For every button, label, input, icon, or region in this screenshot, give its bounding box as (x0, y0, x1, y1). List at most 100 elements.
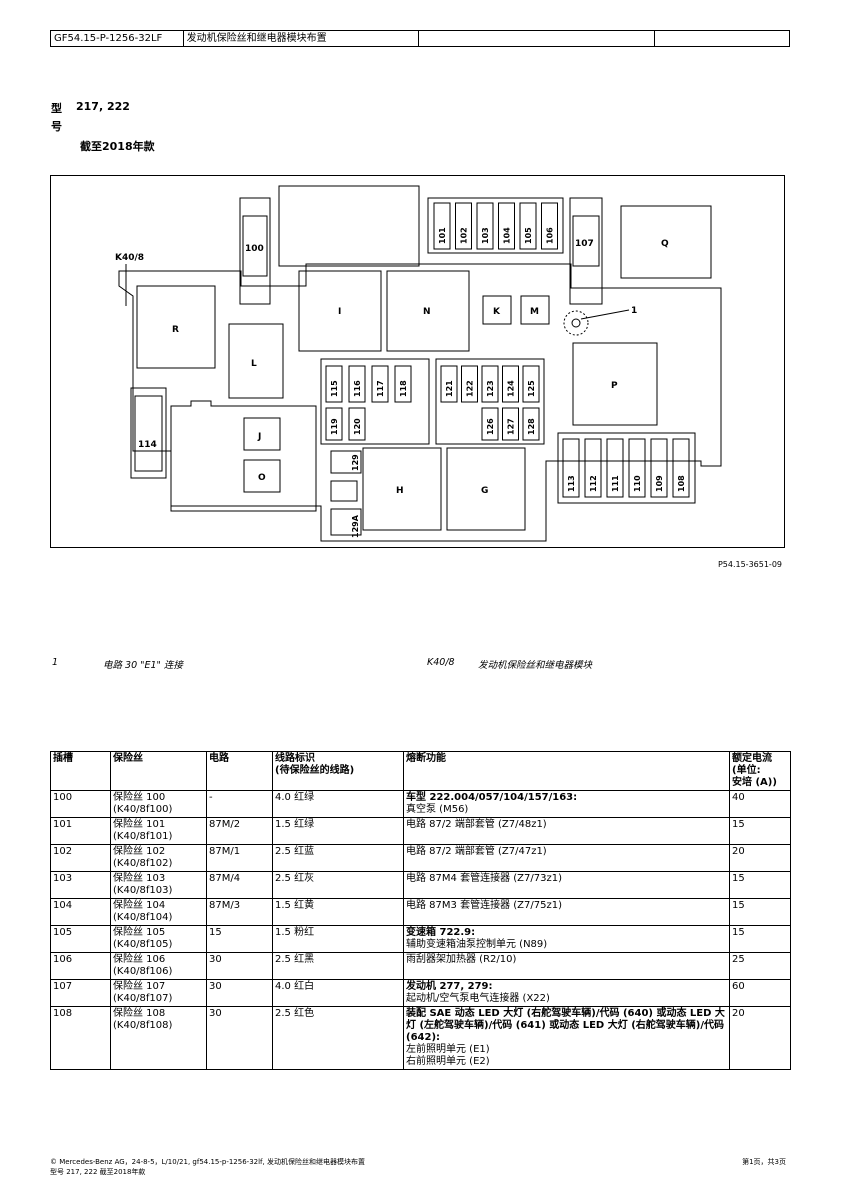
fuse-block-left (320, 358, 430, 445)
cell-circuit: 87M/2 (206, 817, 273, 845)
cell-circuit: 30 (206, 952, 273, 980)
relay-k (482, 295, 512, 325)
relay-o-label: O (258, 473, 266, 483)
doc-id: GF54.15-P-1256-32LF (51, 31, 184, 46)
fuse-table: 插槽 保险丝 电路 线路标识(待保险丝的线路) 熔断功能 额定电流(单位:安培 … (50, 751, 791, 1070)
footer-line-1: © Mercedes-Benz AG，24-8-5，L/10/21, gf54.… (50, 1158, 365, 1166)
fuse-102 (455, 202, 472, 250)
cell-wire: 2.5 红黑 (272, 952, 404, 980)
fuse-104-label: 104 (503, 227, 512, 244)
relay-k-label: K (493, 307, 501, 317)
fuse-111-label: 111 (611, 475, 620, 492)
table-header-row: 插槽 保险丝 电路 线路标识(待保险丝的线路) 熔断功能 额定电流(单位:安培 … (50, 751, 791, 791)
fuse-strip-right (557, 432, 696, 504)
fuse-114-label: 114 (138, 440, 157, 450)
cell-rated: 20 (729, 1006, 791, 1070)
connection-30-e1-center (571, 318, 581, 328)
fuse-129a (330, 508, 362, 536)
cell-slot: 102 (50, 844, 111, 872)
fuse-117-label: 117 (376, 380, 385, 397)
relay-g-label: G (481, 486, 488, 496)
function-heading: 车型 222.004/057/104/157/163: (406, 792, 578, 803)
cell-function: 装配 SAE 动态 LED 大灯 (右舵驾驶车辆)/代码 (640) 或动态 L… (403, 1006, 730, 1070)
fuse-108-label: 108 (677, 475, 686, 492)
fuse-103-label: 103 (481, 227, 490, 244)
fuse-112-label: 112 (589, 475, 598, 492)
fuse-102-label: 102 (460, 227, 469, 244)
cell-rated: 40 (729, 790, 791, 818)
relay-j-label: J (257, 432, 261, 442)
function-text: 电路 87M3 套管连接器 (Z7/75z1) (406, 900, 562, 911)
fuse-117 (371, 365, 389, 403)
header-cell-3 (419, 31, 656, 46)
function-heading: 发动机 277, 279: (406, 981, 493, 992)
cell-slot: 103 (50, 871, 111, 899)
module-label: K40/8 (115, 253, 144, 263)
cell-wire: 2.5 红蓝 (272, 844, 404, 872)
fuse-113 (562, 438, 580, 498)
cell-circuit: 87M/3 (206, 898, 273, 926)
relay-h-label: H (396, 486, 404, 496)
fuse-110 (628, 438, 646, 498)
function-text: 电路 87M4 套管连接器 (Z7/73z1) (406, 873, 562, 884)
fuse-119-label: 119 (330, 418, 339, 435)
fuse-121-label: 121 (445, 380, 454, 397)
fuse-111 (606, 438, 624, 498)
fuse-block-mid (435, 358, 545, 445)
footer-page: 第1页，共3页 (742, 1158, 786, 1166)
function-text: 起动机/空气泵电气连接器 (X22) (406, 993, 550, 1004)
relay-q (620, 205, 712, 279)
relay-l (228, 323, 284, 399)
fuse-129a-label: 129A (351, 514, 360, 538)
cell-fuse: 保险丝 107(K40/8f107) (110, 979, 207, 1007)
relay-r (136, 285, 216, 369)
fuse-129 (330, 450, 362, 474)
fuse-118 (394, 365, 412, 403)
document-header: GF54.15-P-1256-32LF 发动机保险丝和继电器模块布置 (50, 30, 790, 47)
legend-num-1: 1 (52, 657, 59, 668)
th-rated: 额定电流(单位:安培 (A)) (729, 751, 791, 791)
relay-i-label: I (338, 307, 341, 317)
connection-label: 1 (631, 306, 637, 316)
fuse-114-holder (130, 387, 167, 479)
figure-code: P54.15-3651-09 (717, 560, 782, 569)
cell-function: 电路 87M4 套管连接器 (Z7/73z1) (403, 871, 730, 899)
fuse-108 (672, 438, 690, 498)
footer-line-2: 型号 217, 222 截至2018年款 (50, 1168, 146, 1176)
connection-30-e1 (563, 310, 589, 336)
fuse-114 (134, 395, 163, 472)
fuse-107-label: 107 (575, 239, 594, 249)
fuse-118-label: 118 (399, 380, 408, 397)
th-function: 熔断功能 (403, 751, 730, 791)
fuse-123 (481, 365, 499, 403)
fuse-103 (476, 202, 494, 250)
fuse-125-label: 125 (527, 380, 536, 397)
cell-function: 电路 87M3 套管连接器 (Z7/75z1) (403, 898, 730, 926)
fuse-116 (348, 365, 366, 403)
cell-fuse: 保险丝 104(K40/8f104) (110, 898, 207, 926)
legend-num-2: K40/8 (427, 657, 455, 668)
th-circuit: 电路 (206, 751, 273, 791)
fuse-115 (325, 365, 343, 403)
fuse-100-label: 100 (245, 244, 264, 254)
cell-slot: 101 (50, 817, 111, 845)
cell-slot: 106 (50, 952, 111, 980)
fuse-105 (519, 202, 537, 250)
cell-rated: 60 (729, 979, 791, 1007)
cell-rated: 15 (729, 871, 791, 899)
cell-rated: 15 (729, 817, 791, 845)
fuse-109-label: 109 (655, 475, 664, 492)
function-heading: 装配 SAE 动态 LED 大灯 (右舵驾驶车辆)/代码 (640) 或动态 L… (406, 1008, 725, 1043)
fuse-strip-top (427, 197, 564, 254)
model-label: 型 (51, 102, 62, 115)
fuse-122-label: 122 (466, 380, 475, 397)
cell-circuit: 87M/4 (206, 871, 273, 899)
